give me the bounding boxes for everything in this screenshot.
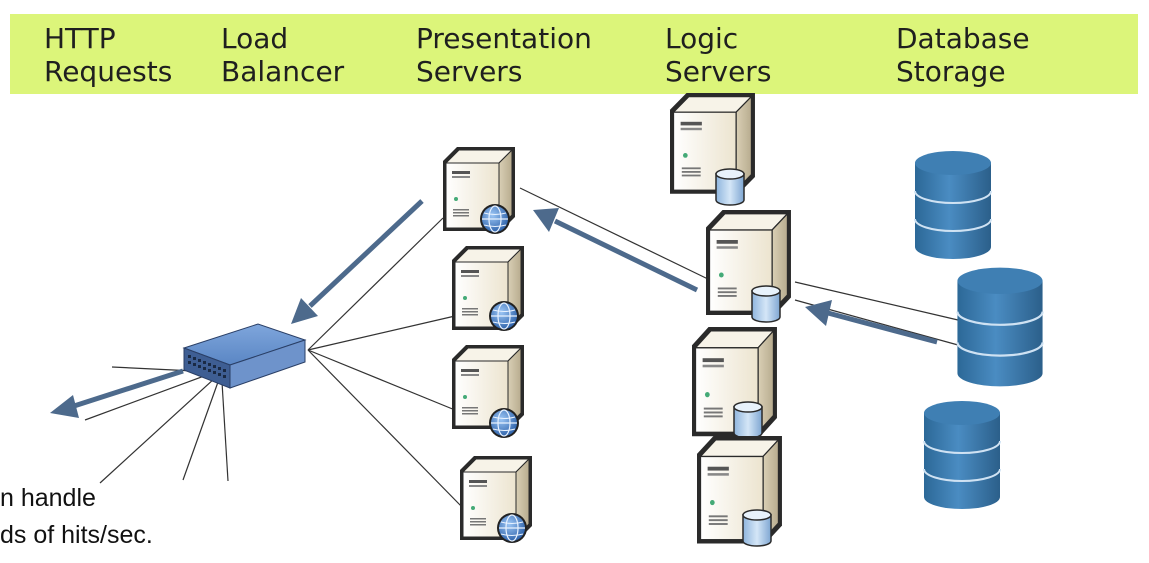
app-server-icon bbox=[705, 209, 792, 323]
database-icon bbox=[923, 400, 1001, 510]
network-switch-icon bbox=[182, 323, 307, 389]
arrow-db-to-logic bbox=[805, 300, 938, 345]
database-icon bbox=[956, 266, 1044, 388]
app-server-icon bbox=[691, 326, 778, 439]
database-icon bbox=[914, 150, 992, 260]
app-server-icon bbox=[696, 435, 783, 547]
header-bar bbox=[10, 14, 1138, 94]
web-server-icon bbox=[459, 455, 533, 544]
web-server-icon bbox=[451, 245, 525, 332]
arrow-switch-to-requests bbox=[50, 368, 184, 418]
caption-line-2: ds of hits/sec. bbox=[0, 521, 153, 549]
arrow-logic-to-presentation bbox=[533, 208, 699, 293]
flow-arrows bbox=[50, 199, 938, 418]
web-server-icon bbox=[451, 344, 525, 439]
web-server-icon bbox=[442, 146, 516, 235]
app-server-icon bbox=[669, 92, 756, 206]
arrow-presentation-to-switch bbox=[291, 199, 424, 324]
caption-line-1: n handle bbox=[0, 484, 96, 512]
